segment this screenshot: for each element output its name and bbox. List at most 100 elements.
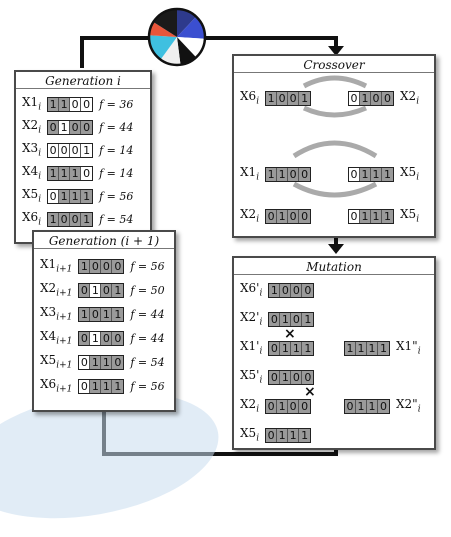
fitness-value: f = 14 [99,143,134,157]
chromosome-name: X2 [240,397,257,412]
gene-bit: 1 [382,167,393,181]
fitness-value: f = 36 [99,97,134,111]
chromosome-name: X1' [240,339,260,354]
gene-bit: 1 [371,209,382,223]
gene-bit: 0 [269,312,281,326]
roulette-slice [177,37,197,65]
gene-bit: 0 [101,331,113,345]
gene-bit: 1 [356,399,367,413]
chromosome-label: X6i [240,89,259,106]
gene-bit: 0 [266,399,278,413]
gene-bit: 1 [70,189,82,203]
roulette-slice [149,35,177,60]
gene-bit: 0 [81,166,93,180]
gene-bit: 1 [70,166,82,180]
fitness-value: f = 50 [130,283,165,297]
fitness-value: f = 56 [130,379,165,393]
chromosome-label: X5i [400,165,419,182]
chromosome-label: X2i [22,118,41,135]
gene-bit: 1 [101,379,113,393]
gene-bit: 0 [101,259,113,273]
gene-bit: 0 [302,283,314,297]
gene-bit: 0 [79,355,91,369]
swap-arc [292,140,378,159]
chromosome-subscript: i+1 [56,384,73,395]
gene-bit: 0 [291,312,303,326]
roulette-slice [149,21,177,37]
fitness-value: f = 56 [99,189,134,203]
gene-bit: 0 [48,120,60,134]
swap-arc [292,181,378,198]
chromosome-subscript: i [256,96,260,107]
chromosome-subscript: i [256,404,260,415]
chromosome-subscript: i [259,346,263,357]
chromosome-label: X6'i [240,281,262,298]
gene-bit: 0 [269,370,281,384]
chromosome-name: X2 [22,118,39,133]
arrow-roulette-to-crossover [203,36,338,48]
gene-bit: 1 [280,312,292,326]
gene-bit: 0 [90,307,102,321]
gene-bit: 1 [266,167,278,181]
chromosome-name: X1 [22,95,39,110]
gene-bit: 1 [277,428,289,442]
generation-i-title: Generation i [45,74,121,88]
gene-bit: 1 [280,341,292,355]
chromosome-name: X2 [400,89,417,104]
gene-bit: 1 [101,355,113,369]
gene-bit: 0 [266,209,278,223]
gene-bit: 0 [70,212,82,226]
genetic-algorithm-diagram [80,7,344,456]
swap-arc [302,105,368,118]
chromosome-name: X6 [40,377,57,392]
chromosome-name: X5 [240,426,257,441]
chromosome-name: X4 [22,164,39,179]
chromosome-subscript: i [416,96,420,107]
generation-next-title: Generation (i + 1) [48,234,160,248]
gene-bit: 0 [79,331,91,345]
title-divider [234,274,434,275]
chromosome-label: X4i+1 [40,329,72,346]
chromosome-subscript: i [38,171,42,182]
chromosome-subscript: i+1 [56,312,73,323]
chromosome-subscript: i [416,172,420,183]
gene-bit: 0 [345,399,356,413]
chromosome-label: X2'i [240,310,262,327]
chromosome-name: X2 [40,281,57,296]
arrowhead-mutation [328,244,344,254]
gene-bit: 1 [288,428,300,442]
gene-bit: 1 [90,283,102,297]
chromosome-label: X4i [22,164,41,181]
gene-bit: 0 [70,120,82,134]
roulette-rim [147,7,207,67]
gene-bit: 1 [79,259,91,273]
crossover-title: Crossover [303,58,365,72]
fitness-value: f = 44 [99,120,134,134]
gene-bit: 0 [299,399,311,413]
chromosome-name: X1 [240,165,257,180]
fitness-value: f = 44 [130,307,165,321]
chromosome-name: X2' [240,310,260,325]
gene-bit: 0 [280,283,292,297]
